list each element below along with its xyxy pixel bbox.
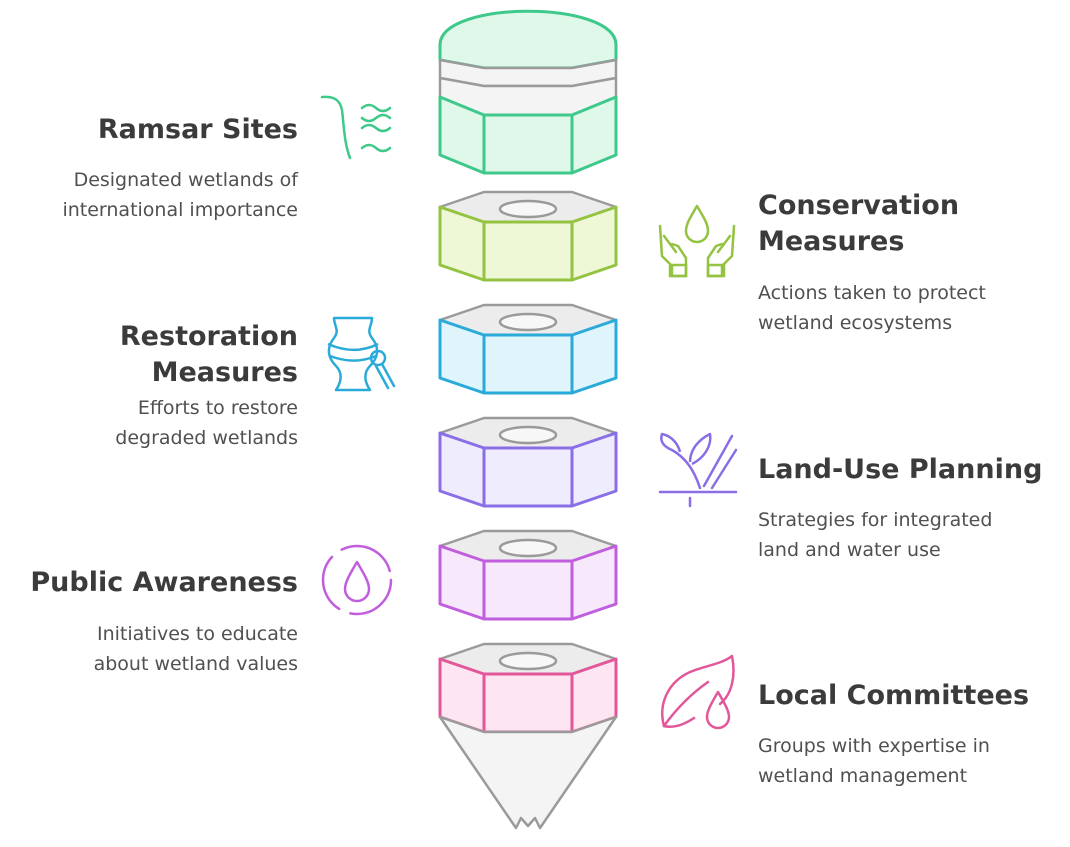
- conservation-measures-block: [438, 190, 618, 282]
- restoration-measures-block: [438, 303, 618, 395]
- leaf-with-drop-icon: [661, 654, 735, 730]
- public-awareness-block: [438, 529, 618, 621]
- ramsar-sites-block: [438, 9, 618, 175]
- public-awareness-description: Initiatives to educate about wetland val…: [94, 619, 298, 679]
- public-awareness-title: Public Awareness: [30, 567, 298, 598]
- conservation-title-line-1: Conservation: [758, 190, 960, 221]
- local-committees-title: Local Committees: [758, 680, 1030, 711]
- restoration-measures-description: Efforts to restore degraded wetlands: [115, 393, 298, 453]
- pencil-tip: [438, 715, 618, 830]
- local-committees-description: Groups with expertise in wetland managem…: [758, 731, 990, 791]
- restoration-desc-line-2: degraded wetlands: [115, 427, 298, 449]
- public-awareness-desc-line-2: about wetland values: [93, 653, 298, 675]
- ramsar-desc-line-2: international importance: [62, 199, 298, 221]
- ramsar-sites-title: Ramsar Sites: [97, 114, 298, 145]
- hands-protecting-drop-icon: [658, 204, 736, 278]
- conservation-desc-line-2: wetland ecosystems: [758, 312, 953, 334]
- water-waves-icon: [320, 95, 392, 160]
- conservation-measures-title: Conservation Measures: [758, 188, 959, 260]
- land-use-desc-line-1: Strategies for integrated: [758, 509, 993, 531]
- conservation-measures-description: Actions taken to protect wetland ecosyst…: [758, 278, 986, 338]
- land-use-desc-line-2: land and water use: [758, 539, 941, 561]
- vase-with-brush-icon: [327, 316, 396, 392]
- local-committees-desc-line-2: wetland management: [758, 765, 968, 787]
- restoration-measures-title: Restoration Measures: [120, 319, 298, 391]
- public-awareness-desc-line-1: Initiatives to educate: [96, 623, 298, 645]
- conservation-desc-line-1: Actions taken to protect: [758, 282, 986, 304]
- land-use-planning-block: [438, 416, 618, 508]
- ramsar-sites-description: Designated wetlands of international imp…: [62, 165, 298, 225]
- restoration-desc-line-1: Efforts to restore: [137, 397, 298, 419]
- conservation-title-line-2: Measures: [758, 226, 905, 257]
- land-use-planning-description: Strategies for integrated land and water…: [758, 505, 992, 565]
- land-use-planning-title: Land-Use Planning: [758, 454, 1043, 485]
- restoration-title-line-2: Measures: [151, 357, 298, 388]
- restoration-title-line-1: Restoration: [119, 321, 298, 352]
- local-committees-block: [438, 642, 618, 734]
- water-drop-circle-icon: [321, 544, 393, 616]
- ramsar-desc-line-1: Designated wetlands of: [73, 169, 298, 191]
- local-committees-desc-line-1: Groups with expertise in: [758, 735, 990, 757]
- plant-on-ground-icon: [658, 432, 738, 508]
